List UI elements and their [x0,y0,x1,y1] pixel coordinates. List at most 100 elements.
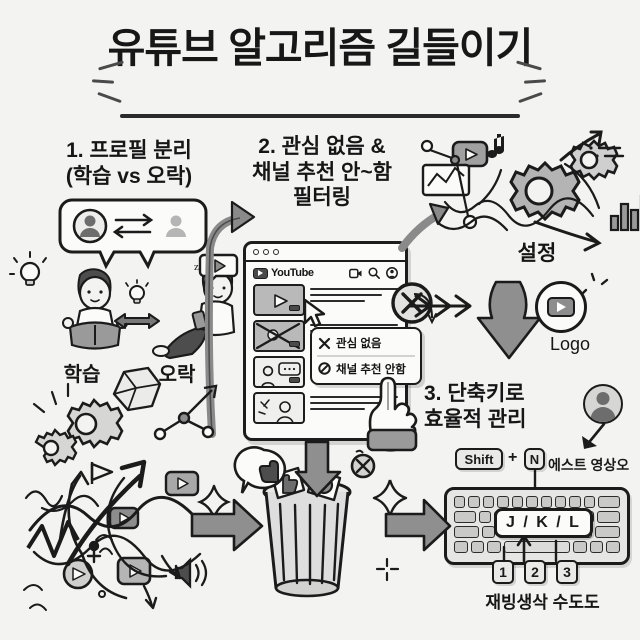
rising-arrow-icon-large [65,459,147,567]
keyboard-key[interactable] [497,496,509,508]
search-icon[interactable] [368,267,380,279]
keyboard-key[interactable] [479,511,492,523]
browser-dot-maximize[interactable] [273,249,279,255]
number-key-3[interactable]: 3 [556,560,578,584]
tangled-lines [24,476,202,600]
video-title-lines [310,284,398,306]
section-2-heading-line3: 필터링 [293,186,351,210]
thumbs-down-bubble [233,446,287,494]
title-tick-left-3 [97,91,122,104]
title-tick-right-2 [523,79,547,84]
menu-item-block-channel[interactable]: 채널 추천 안함 [312,358,420,380]
section-1-heading: 1. 프로필 분리 (학습 vs 오락) [34,138,224,189]
video-duration-badge [289,377,300,383]
keyboard-row [454,496,620,508]
page-title-text: 유튜브 알고리즘 길들이기 [107,25,534,71]
section-3-heading-line1: 3. 단축키로 [424,382,525,405]
section-1-heading-line1: 1. 프로필 분리 [66,139,192,162]
jkl-keycap-combo[interactable]: J / K / L [494,508,593,538]
keyboard-key[interactable] [482,496,495,508]
title-tick-left-2 [91,79,115,84]
keyboard-key[interactable] [454,526,480,538]
keyboard-key[interactable] [589,541,604,553]
section-1-heading-line2: (학습 vs 오락) [65,164,193,188]
menu-item-not-interested[interactable]: 관심 없음 [312,332,420,354]
keyboard-key[interactable] [573,541,587,553]
keyboard-key[interactable] [487,541,501,553]
n-key[interactable]: N [524,448,545,470]
keyboard-key[interactable] [606,541,621,553]
browser-dot-close[interactable] [253,249,259,255]
merge-down-arrow [476,280,542,360]
video-thumbnail[interactable] [253,392,305,425]
network-nodes-icon [153,384,218,441]
lightbulb-icon [9,251,47,286]
rising-arrow-icon [559,130,603,162]
play-button-icon-doodle [451,140,489,168]
gear-icon-large [509,160,581,222]
play-button-icon-doodle-2 [108,506,140,530]
video-list-item[interactable] [246,282,405,318]
browser-title-bar [246,244,405,262]
number-key-2[interactable]: 2 [524,560,546,584]
keyboard-key[interactable] [454,496,466,508]
keyboard-key[interactable] [554,496,567,508]
section-2-heading-line1: 2. 관심 없음 & [258,135,386,158]
play-button-icon-doodle-1 [164,470,200,497]
account-icon[interactable] [386,267,398,279]
keyboard-key[interactable] [594,526,621,538]
music-note-icon [487,134,505,159]
video-thumbnail[interactable] [253,284,305,316]
title-tick-right-3 [518,91,543,104]
number-key-1[interactable]: 1 [492,560,514,584]
play-button-icon [547,297,575,317]
avatar-pointer-arrow [582,422,606,449]
arrow-to-settings [398,202,450,252]
line-chart-icon [421,163,471,197]
video-list-item[interactable] [246,318,405,354]
keyboard-key[interactable] [583,496,596,508]
keyboard-key[interactable] [468,496,480,508]
video-thumbnail-removed[interactable] [253,320,305,352]
gear-icon-small [569,139,619,181]
keyboard-key[interactable] [598,496,620,508]
video-list-item[interactable] [246,390,405,426]
video-duration-badge [289,341,300,347]
section-3-heading: 3. 단축키로 효율적 관리 [424,381,604,432]
profile-avatar-right [166,215,186,237]
keyboard-key[interactable] [470,541,485,553]
profile-swap-bubble [58,198,208,270]
flag-icon [90,462,114,484]
keyboard-key[interactable] [526,496,538,508]
shift-key[interactable]: Shift [455,448,503,470]
reject-small-icon [350,449,376,479]
keyboard-key[interactable] [454,541,468,553]
video-context-menu[interactable]: 관심 없음 채널 추천 안함 [310,327,422,385]
compare-arrow-icon [114,313,160,329]
caption-study: 학습 [63,364,101,386]
browser-dot-minimize[interactable] [263,249,269,255]
person-stick-icon [86,540,102,564]
pointing-hand-icon [366,376,418,452]
swap-arrows-icon [112,213,154,239]
triple-chevron-arrow [408,294,472,318]
keyboard-key[interactable] [511,496,524,508]
video-thumbnail[interactable] [253,356,305,388]
keyboard-key[interactable] [597,511,620,523]
caption-entertainment: 오락 [158,364,196,386]
keyboard-key[interactable] [540,496,552,508]
dash-lines [589,146,625,158]
menu-item-block-channel-label: 채널 추천 안함 [336,363,406,376]
arrow-to-keyboard [384,498,452,552]
video-camera-icon[interactable] [349,268,362,279]
sparkle-lines-icon [580,272,609,296]
youtube-logo[interactable]: YouTube [253,267,314,279]
youtube-header-icons [349,267,398,279]
keyboard-key[interactable] [569,496,581,508]
menu-item-not-interested-label: 관심 없음 [336,338,382,350]
video-duration-badge [289,305,300,311]
youtube-logo-badge [535,281,587,333]
keyboard-key[interactable] [454,511,477,523]
sparkle-lines-icon [32,382,70,414]
